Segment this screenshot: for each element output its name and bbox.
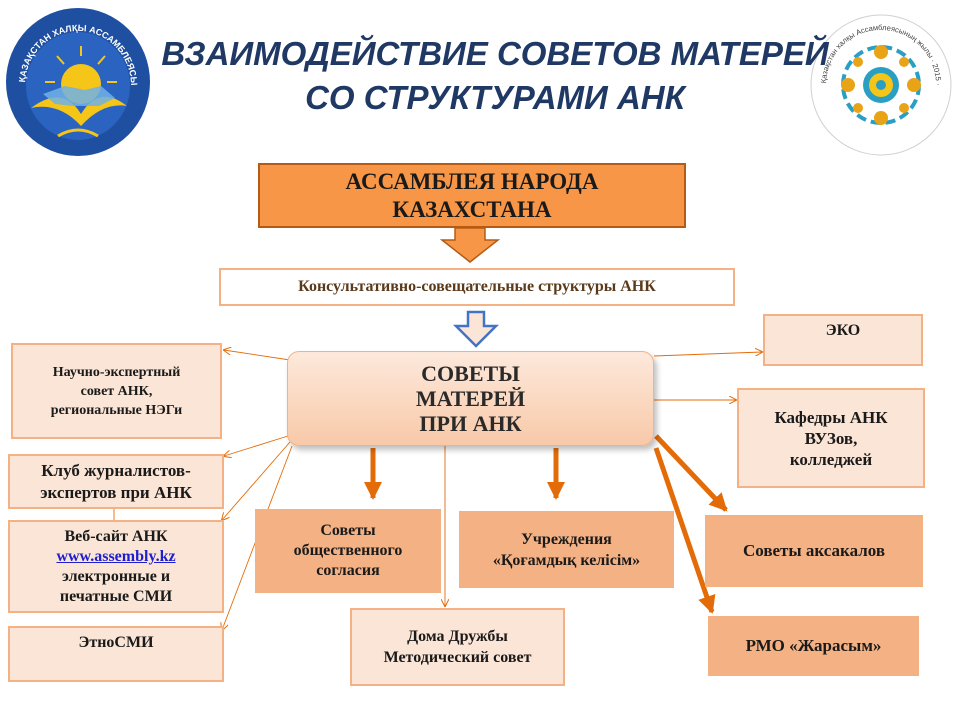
center-line-3: ПРИ АНК (419, 411, 522, 436)
connector-to-veb (222, 441, 291, 520)
rmo-zharasym-label: РМО «Жарасым» (745, 636, 882, 655)
public-accord-councils-box: Советы общественного согласия (255, 509, 441, 593)
public-accord-line-2: общественного (293, 542, 403, 559)
rmo-zharasym-box: РМО «Жарасым» (708, 616, 919, 676)
arrow-to-aksakaly (654, 434, 728, 512)
public-accord-line-1: Советы (320, 522, 376, 539)
departments-box: Кафедры АНК ВУЗов, колледжей (737, 388, 925, 488)
website-line-3: электронные и (61, 567, 171, 585)
ethno-media-label: ЭтноСМИ (78, 634, 154, 651)
center-line-1: СОВЕТЫ (421, 361, 520, 386)
mothers-councils-box: СОВЕТЫ МАТЕРЕЙ ПРИ АНК (287, 351, 654, 446)
connector-to-klub (224, 435, 289, 456)
journalists-club-box: Клуб журналистов- экспертов при АНК (8, 454, 224, 509)
connector-to-eko (653, 352, 762, 357)
scientific-line-3: региональные НЭГи (50, 402, 183, 418)
institutions-box: Учреждения «Қоғамдық келісім» (459, 511, 674, 588)
ethno-media-box: ЭтноСМИ (8, 626, 224, 682)
friendship-houses-box: Дома Дружбы Методический совет (350, 608, 565, 686)
elders-councils-label: Советы аксакалов (742, 541, 886, 560)
departments-line-2: ВУЗов, (804, 428, 858, 448)
year-of-assembly-logo-right: Қазақстан халқы Ассамблеясының жылы · 20… (810, 14, 952, 156)
institutions-line-1: Учреждения (521, 530, 612, 548)
public-accord-line-3: согласия (316, 562, 380, 579)
consultative-structures-box: Консультативно-совещательные структуры А… (219, 268, 735, 306)
assembly-website-link[interactable]: www.assembly.kz (56, 547, 176, 565)
website-line-4: печатные СМИ (59, 587, 173, 605)
departments-line-1: Кафедры АНК (774, 407, 888, 427)
scientific-line-2: совет АНК, (80, 383, 153, 399)
title-line-2: СО СТРУКТУРАМИ АНК (305, 79, 685, 116)
institutions-line-2: «Қоғамдық келісім» (492, 551, 641, 569)
website-box: Веб-сайт АНК www.assembly.kz электронные… (8, 520, 224, 613)
eko-box: ЭКО (763, 314, 923, 366)
friendship-houses-line-2: Методический совет (383, 649, 532, 666)
assembly-box: АССАМБЛЕЯ НАРОДА КАЗАХСТАНА (258, 163, 686, 228)
friendship-houses-line-1: Дома Дружбы (407, 628, 508, 645)
journalists-line-2: экспертов при АНК (40, 482, 192, 502)
eko-label: ЭКО (825, 322, 861, 339)
consultative-structures-label: Консультативно-совещательные структуры А… (298, 278, 656, 295)
scientific-line-1: Научно-экспертный (52, 364, 181, 380)
slide-title: ВЗАИМОДЕЙСТВИЕ СОВЕТОВ МАТЕРЕЙ СО СТРУКТ… (150, 32, 840, 120)
assembly-line-2: КАЗАХСТАНА (392, 196, 552, 222)
connector-to-nauchno (224, 350, 291, 361)
center-line-2: МАТЕРЕЙ (415, 386, 526, 411)
website-line-1: Веб-сайт АНК (64, 527, 168, 545)
title-line-1: ВЗАИМОДЕЙСТВИЕ СОВЕТОВ МАТЕРЕЙ (161, 35, 829, 72)
elders-councils-box: Советы аксакалов (705, 515, 923, 587)
departments-line-3: колледжей (789, 449, 873, 469)
scientific-council-box: Научно-экспертный совет АНК, региональны… (11, 343, 222, 439)
assembly-line-1: АССАМБЛЕЯ НАРОДА (345, 168, 599, 194)
top-down-arrow (439, 227, 501, 263)
arrow-to-rmo (653, 447, 716, 614)
journalists-line-1: Клуб журналистов- (41, 460, 191, 480)
konsult-down-arrow (452, 310, 500, 348)
assembly-logo-left: ҚАЗАҚСТАН ХАЛҚЫ АССАМБЛЕЯСЫ (3, 6, 153, 158)
